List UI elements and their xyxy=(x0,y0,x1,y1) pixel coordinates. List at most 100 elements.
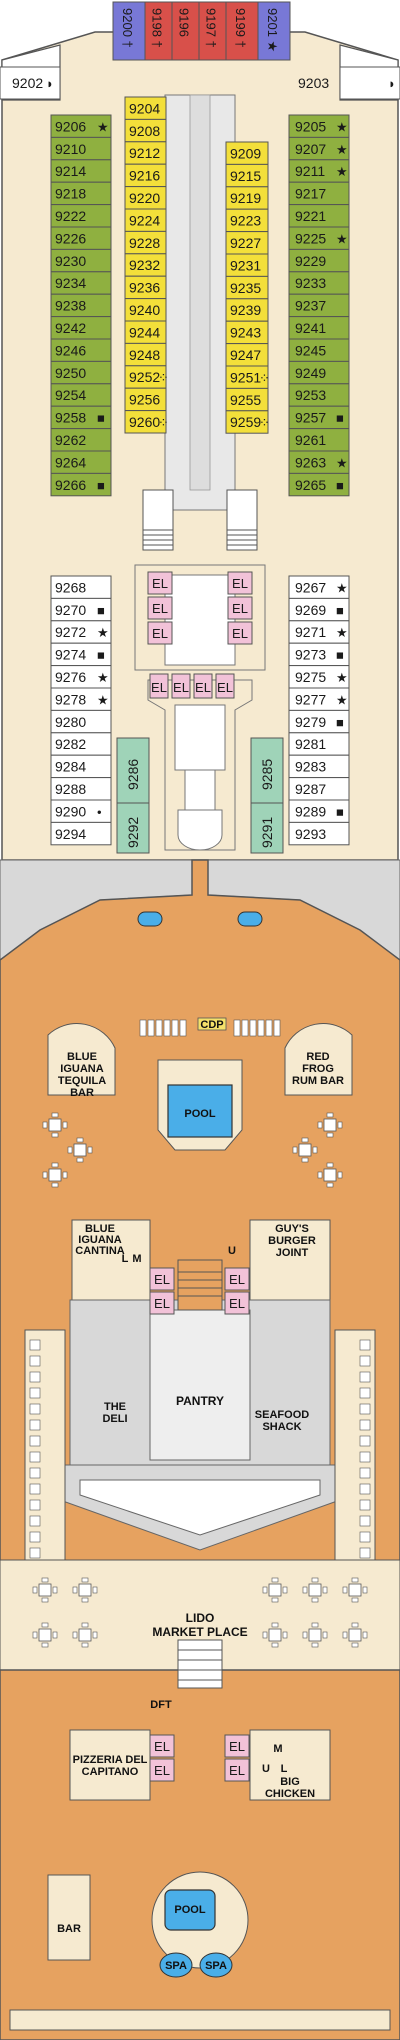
cabin[interactable]: 9293 xyxy=(288,821,350,846)
cabin[interactable]: 9271★ xyxy=(288,620,350,644)
cabin[interactable]: 9239 xyxy=(225,298,269,322)
cabin[interactable]: 9210 xyxy=(50,136,112,161)
cabin[interactable]: 9268 xyxy=(50,575,112,599)
cabin[interactable]: 9231 xyxy=(225,253,269,277)
cabin[interactable]: 9232 xyxy=(124,253,167,277)
cabin[interactable]: 9275★ xyxy=(288,665,350,689)
cabin[interactable]: 9214 xyxy=(50,159,112,183)
cabin[interactable]: 9228 xyxy=(124,230,167,255)
cabin[interactable]: 9248 xyxy=(124,342,167,367)
cabin[interactable]: 9263★ xyxy=(288,450,350,474)
elevator[interactable]: EL xyxy=(171,673,191,699)
cabin[interactable]: 9261 xyxy=(288,428,350,452)
cabin[interactable]: 9287 xyxy=(288,777,350,801)
cabin[interactable]: 9205★ xyxy=(288,114,350,138)
cabin[interactable]: 9207★ xyxy=(288,136,350,161)
elevator[interactable]: EL xyxy=(147,621,173,645)
cabin[interactable]: 9289■ xyxy=(288,799,350,823)
cabin[interactable]: 9197 † xyxy=(198,1,227,61)
cabin[interactable]: 9222 xyxy=(50,204,112,228)
cabin[interactable]: 9270■ xyxy=(50,597,112,622)
cabin[interactable]: 9219 xyxy=(225,186,269,210)
elevator[interactable]: EL xyxy=(149,1758,175,1782)
cabin[interactable]: 9240 xyxy=(124,298,167,322)
cabin[interactable]: 9215 xyxy=(225,163,269,188)
cabin[interactable]: 9290• xyxy=(50,799,112,823)
cabin[interactable]: 9244 xyxy=(124,320,167,344)
cabin[interactable]: 9265■ xyxy=(288,472,350,497)
cabin[interactable]: 9227 xyxy=(225,231,269,255)
cabin[interactable]: 9245 xyxy=(288,338,350,362)
cabin[interactable]: 9200 † xyxy=(112,1,146,61)
cabin[interactable]: 9238 xyxy=(50,293,112,318)
cabin[interactable]: 9276★ xyxy=(50,665,112,689)
cabin[interactable]: 9252⁘ xyxy=(124,365,169,389)
elevator[interactable]: EL xyxy=(193,673,213,699)
elevator[interactable]: EL xyxy=(149,673,169,699)
cabin[interactable]: 9258■ xyxy=(50,405,112,430)
cabin[interactable]: 9273■ xyxy=(288,642,350,667)
cabin[interactable]: 9206★ xyxy=(50,114,112,138)
elevator[interactable]: EL xyxy=(227,596,253,620)
cabin[interactable]: 9250 xyxy=(50,360,112,385)
elevator[interactable]: EL xyxy=(224,1758,250,1782)
corner-cabin-right[interactable]: 9203 ◗ xyxy=(298,66,400,100)
cabin[interactable]: 9288 xyxy=(50,777,112,801)
cabin[interactable]: 9225★ xyxy=(288,226,350,250)
elevator[interactable]: EL xyxy=(227,571,253,595)
cabin[interactable]: 9281 xyxy=(288,732,350,756)
cabin[interactable]: 9198 † xyxy=(144,1,173,61)
cabin[interactable]: 9208 xyxy=(124,118,167,143)
cabin[interactable]: 9233 xyxy=(288,271,350,295)
cabin[interactable]: 9259⁘ xyxy=(225,410,270,434)
cabin[interactable]: 9234 xyxy=(50,271,112,295)
cabin[interactable]: 9204 xyxy=(124,96,167,120)
elevator[interactable]: EL xyxy=(224,1267,250,1291)
cabin[interactable]: 9235 xyxy=(225,275,269,300)
elevator[interactable]: EL xyxy=(224,1734,250,1758)
cabin[interactable]: 9280 xyxy=(50,709,112,734)
cabin[interactable]: 9199 † xyxy=(225,1,259,61)
cabin[interactable]: 9243 xyxy=(225,320,269,345)
suite-cabin[interactable] xyxy=(116,802,150,854)
cabin[interactable]: 9254 xyxy=(50,383,112,407)
cabin[interactable]: 9220 xyxy=(124,186,167,210)
suite-cabin[interactable] xyxy=(250,737,284,804)
cabin[interactable]: 9294 xyxy=(50,821,112,846)
cabin[interactable]: 9283 xyxy=(288,754,350,779)
cabin[interactable]: 9257■ xyxy=(288,405,350,430)
cabin[interactable]: 9272★ xyxy=(50,620,112,644)
cabin[interactable]: 9253 xyxy=(288,383,350,407)
elevator[interactable]: EL xyxy=(224,1291,250,1315)
suite-cabin[interactable] xyxy=(116,737,150,804)
cabin[interactable]: 9282 xyxy=(50,732,112,756)
elevator[interactable]: EL xyxy=(147,571,173,595)
corner-cabin-left[interactable]: 9202 ◗ xyxy=(0,66,61,100)
cabin[interactable]: 9201 ★ xyxy=(257,1,291,61)
cabin[interactable]: 9267★ xyxy=(288,575,350,599)
cabin[interactable]: 9217 xyxy=(288,181,350,206)
cabin[interactable]: 9269■ xyxy=(288,597,350,622)
elevator[interactable]: EL xyxy=(215,673,235,699)
cabin[interactable]: 9264 xyxy=(50,450,112,474)
cabin[interactable]: 9196 xyxy=(171,1,200,61)
cabin[interactable]: 9223 xyxy=(225,208,269,233)
suite-cabin[interactable] xyxy=(250,802,284,854)
cabin[interactable]: 9221 xyxy=(288,204,350,228)
cabin[interactable]: 9247 xyxy=(225,343,269,367)
cabin[interactable]: 9209 xyxy=(225,141,269,165)
cabin[interactable]: 9241 xyxy=(288,316,350,340)
cabin[interactable]: 9230 xyxy=(50,248,112,273)
elevator[interactable]: EL xyxy=(149,1267,175,1291)
cabin[interactable]: 9251⁘ xyxy=(225,365,270,389)
cabin[interactable]: 9218 xyxy=(50,181,112,206)
cabin[interactable]: 9211★ xyxy=(288,159,350,183)
cabin[interactable]: 9284 xyxy=(50,754,112,779)
cabin[interactable]: 9266■ xyxy=(50,472,112,497)
cabin[interactable]: 9255 xyxy=(225,387,269,412)
cabin[interactable]: 9256 xyxy=(124,387,167,412)
cabin[interactable]: 9249 xyxy=(288,360,350,385)
cabin[interactable]: 9226 xyxy=(50,226,112,250)
elevator[interactable]: EL xyxy=(227,621,253,645)
cabin[interactable]: 9242 xyxy=(50,316,112,340)
